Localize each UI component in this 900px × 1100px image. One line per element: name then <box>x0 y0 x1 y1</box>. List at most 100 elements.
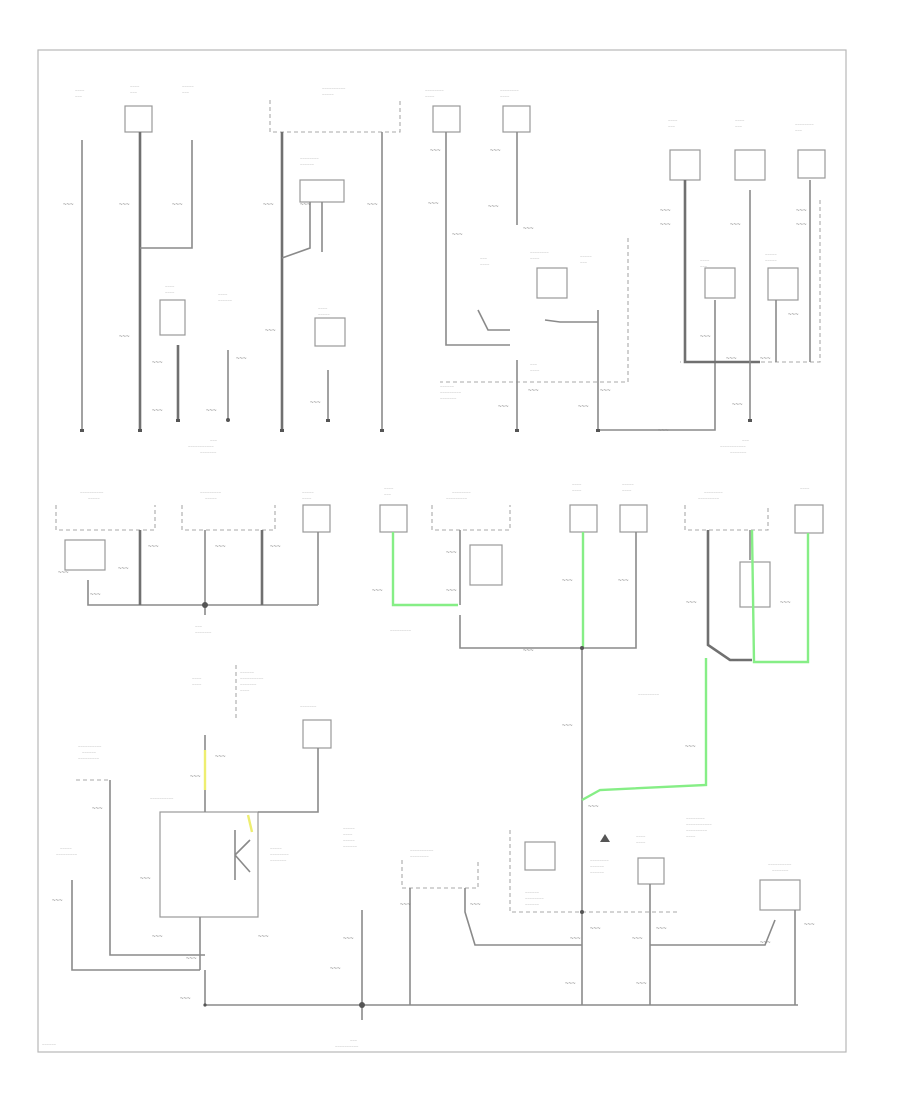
splice-point <box>580 910 584 914</box>
svg-text:~~~~~~~~~: ~~~~~~~~~ <box>440 390 462 395</box>
svg-text:~~~: ~~~ <box>700 334 711 340</box>
connector-box <box>469 544 503 586</box>
component-symbol <box>234 830 251 880</box>
svg-text:~~~~~~: ~~~~~~ <box>525 890 540 895</box>
svg-text:~~~~~~~~: ~~~~~~~~ <box>525 896 544 901</box>
svg-text:~~~~: ~~~~ <box>572 482 582 487</box>
svg-text:~~~~: ~~~~ <box>700 258 710 263</box>
svg-text:~~~~~~~~~~: ~~~~~~~~~~ <box>80 490 104 495</box>
svg-text:~~~~~~~~: ~~~~~~~~ <box>686 816 705 821</box>
svg-text:~~~~: ~~~~ <box>480 262 490 267</box>
svg-text:~~~~~~~~~~: ~~~~~~~~~~ <box>78 744 102 749</box>
ground-point <box>359 1002 365 1008</box>
wire <box>445 132 510 346</box>
svg-text:~~~~~~~~: ~~~~~~~~ <box>452 490 471 495</box>
svg-text:~~~~: ~~~~ <box>130 84 140 89</box>
svg-text:~~~: ~~~ <box>636 981 647 987</box>
svg-text:~~~: ~~~ <box>735 124 743 129</box>
connector-box <box>314 317 346 347</box>
svg-text:~~~~~: ~~~~~ <box>343 826 355 831</box>
top-section: ~~~~~~~ ~~~~~~~ ~~~~~~~~ ~~~~~~~~~~~~~~~… <box>63 84 826 455</box>
svg-text:~~~: ~~~ <box>728 658 739 664</box>
svg-text:~~~~~~~~~~~: ~~~~~~~~~~~ <box>188 444 214 449</box>
ground-point <box>280 429 284 432</box>
svg-text:~~~: ~~~ <box>470 902 481 908</box>
svg-text:~~~~~~: ~~~~~~ <box>82 750 97 755</box>
svg-text:~~~~~~~~~~~: ~~~~~~~~~~~ <box>686 822 712 827</box>
wire <box>683 180 760 364</box>
connector-box <box>302 719 332 749</box>
svg-text:~~~~~: ~~~~~ <box>60 846 72 851</box>
svg-text:~~~~~: ~~~~~ <box>182 84 194 89</box>
svg-text:~~~~~~~: ~~~~~~~ <box>240 682 257 687</box>
svg-text:~~~~~~~~: ~~~~~~~~ <box>795 122 814 127</box>
svg-text:~~~~: ~~~~ <box>384 486 394 491</box>
svg-text:~~~: ~~~ <box>590 926 601 932</box>
svg-text:~~~: ~~~ <box>343 936 354 942</box>
svg-text:~~~: ~~~ <box>760 940 771 946</box>
wire <box>477 309 510 331</box>
wire <box>140 140 193 249</box>
svg-text:~~~~~: ~~~~~ <box>322 92 334 97</box>
svg-text:~~~: ~~~ <box>265 328 276 334</box>
svg-text:~~~~: ~~~~ <box>318 306 328 311</box>
svg-text:~~~: ~~~ <box>148 544 159 550</box>
svg-text:~~~~: ~~~~ <box>343 832 353 837</box>
connector-box <box>159 811 259 918</box>
wire <box>281 202 311 259</box>
svg-text:~~~~~~~~~: ~~~~~~~~~ <box>200 490 222 495</box>
module-outline <box>684 505 769 531</box>
svg-text:~~~: ~~~ <box>588 804 599 810</box>
svg-text:~~~~~: ~~~~~ <box>302 490 314 495</box>
ground-point <box>380 429 384 432</box>
svg-text:~~~: ~~~ <box>140 876 151 882</box>
svg-text:~~~: ~~~ <box>152 934 163 940</box>
svg-text:~~~: ~~~ <box>668 124 676 129</box>
svg-text:~~~: ~~~ <box>400 902 411 908</box>
svg-text:~~~~~~~~: ~~~~~~~~ <box>410 854 429 859</box>
svg-text:~~~: ~~~ <box>600 388 611 394</box>
svg-text:~~~~~~: ~~~~~~ <box>440 384 455 389</box>
svg-text:~~~~: ~~~~ <box>530 368 540 373</box>
connector-box <box>704 267 736 299</box>
svg-text:~~~: ~~~ <box>90 592 101 598</box>
ground-point <box>596 429 600 432</box>
svg-text:~~~~~~~~~: ~~~~~~~~~ <box>78 756 100 761</box>
connector-box <box>302 504 331 533</box>
connector-box <box>669 149 701 181</box>
svg-text:~~~: ~~~ <box>530 362 538 367</box>
svg-text:~~~~: ~~~~ <box>302 496 312 501</box>
module-outline <box>181 505 276 531</box>
svg-text:~~~: ~~~ <box>384 492 392 497</box>
wire <box>544 319 598 323</box>
svg-text:~~~: ~~~ <box>330 966 341 972</box>
svg-text:~~~~~~~~~: ~~~~~~~~~ <box>686 828 708 833</box>
svg-text:~~~: ~~~ <box>52 898 63 904</box>
svg-text:~~~: ~~~ <box>446 550 457 556</box>
svg-text:~~~~: ~~~~ <box>192 676 202 681</box>
module-outline <box>401 860 479 889</box>
svg-text:~~~~~~~: ~~~~~~~ <box>772 868 789 873</box>
highlighted-wire-green <box>750 529 810 664</box>
connector-box <box>637 857 665 885</box>
svg-text:~~~: ~~~ <box>562 578 573 584</box>
svg-text:~~~: ~~~ <box>565 981 576 987</box>
svg-text:~~~: ~~~ <box>795 128 803 133</box>
svg-text:~~~: ~~~ <box>63 202 74 208</box>
svg-text:~~~: ~~~ <box>180 996 191 1002</box>
connector-box <box>619 504 648 533</box>
svg-text:~~~~~~~~: ~~~~~~~~ <box>300 156 319 161</box>
wire-codes: ~~~~~~~~~ ~~~~~~~~~ ~~~~~~~~~ ~~~~~~~~~ … <box>52 754 815 1002</box>
svg-text:~~~~: ~~~~ <box>165 284 175 289</box>
svg-text:~~~~~~~~: ~~~~~~~~ <box>704 490 723 495</box>
connector-box <box>739 561 771 608</box>
wire <box>71 880 200 971</box>
svg-text:~~~: ~~~ <box>186 956 197 962</box>
svg-text:~~~~~~: ~~~~~~ <box>525 902 540 907</box>
svg-text:~~~~: ~~~~ <box>75 88 85 93</box>
svg-text:~~~~: ~~~~ <box>192 682 202 687</box>
svg-text:~~~~~: ~~~~~ <box>318 312 330 317</box>
wire-codes: ~~~~~~~~~ ~~~~~~~~~ ~~~~~~~~~ ~~~~~~~~~ … <box>58 544 791 810</box>
svg-text:~~~~: ~~~~ <box>636 834 646 839</box>
svg-text:~~~~: ~~~~ <box>800 486 810 491</box>
